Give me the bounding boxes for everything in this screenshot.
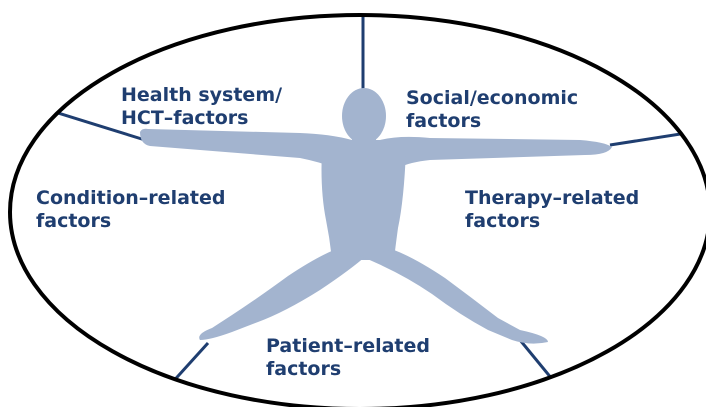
segment-label-condition-related: Condition–related factors [36,187,225,233]
segment-label-patient-related: Patient–related factors [266,335,430,381]
divider-line-upper-right [609,128,706,147]
segment-label-line: Social/economic [406,87,579,109]
segment-label-line: factors [406,110,482,132]
divider-line-lower-right [518,339,577,408]
figure-torso [321,150,406,260]
segment-label-line: Therapy–related [465,187,640,209]
segment-label-line: Health system/ [121,84,283,106]
human-figure-icon [140,88,612,344]
segment-label-health-system: Health system/ HCT–factors [121,84,282,130]
figure-right-leg [360,250,548,344]
segment-label-social-economic: Social/economic factors [406,87,578,133]
segment-label-line: Condition–related [36,187,226,209]
segment-label-line: factors [266,358,342,380]
segment-label-line: factors [465,210,541,232]
segment-label-line: Patient–related [266,335,430,357]
segment-label-line: HCT–factors [121,107,249,129]
segment-label-line: factors [36,210,112,232]
figure-left-leg [199,250,366,340]
segment-label-therapy-related: Therapy–related factors [465,187,639,233]
figure-arms [140,128,612,168]
figure-head [342,88,386,144]
